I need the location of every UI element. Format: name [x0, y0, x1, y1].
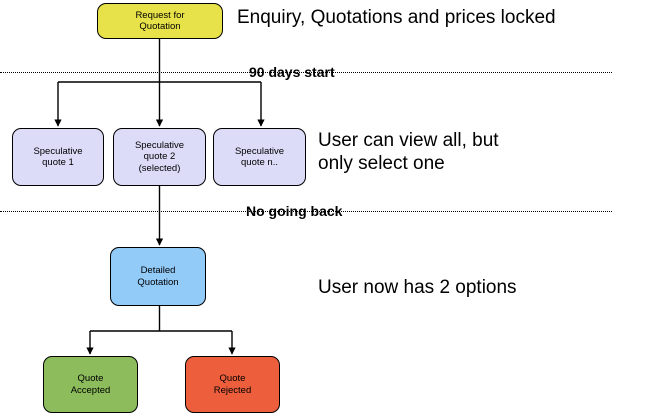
node-speculative-quote-2-selected[interactable]: Speculative quote 2 (selected) — [113, 128, 206, 186]
node-speculative-quote-1[interactable]: Speculative quote 1 — [12, 128, 104, 186]
node-detailed-quotation[interactable]: Detailed Quotation — [110, 247, 206, 306]
node-request-for-quotation[interactable]: Request for Quotation — [97, 3, 223, 39]
annotation-user-can-view-all: User can view all, but only select one — [318, 130, 499, 175]
node-quote-accepted[interactable]: Quote Accepted — [43, 356, 138, 413]
annotation-user-now-has-2-options: User now has 2 options — [318, 277, 517, 298]
annotation-enquiry-prices-locked: Enquiry, Quotations and prices locked — [237, 7, 556, 28]
phase-divider-label-no-going-back: No going back — [246, 203, 343, 219]
phase-divider-90-days — [0, 72, 612, 73]
phase-divider-label-90-days: 90 days start — [249, 64, 335, 80]
node-quote-rejected[interactable]: Quote Rejected — [185, 356, 280, 413]
phase-divider-no-going-back — [0, 211, 612, 212]
node-speculative-quote-n[interactable]: Speculative quote n.. — [213, 128, 306, 186]
